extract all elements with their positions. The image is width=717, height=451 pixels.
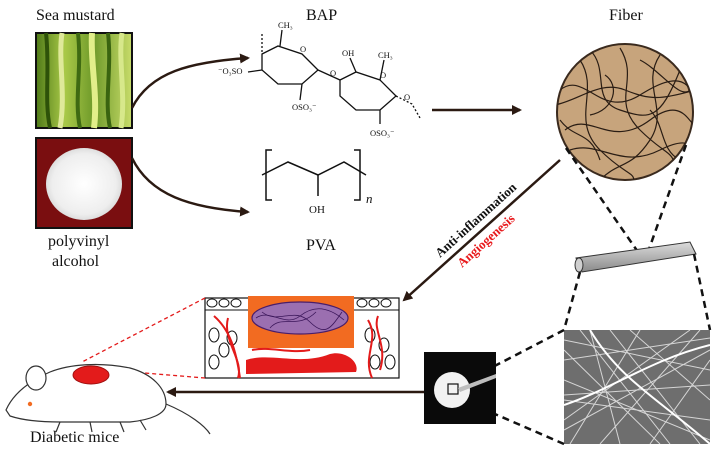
pva-oh-label: OH (309, 204, 325, 216)
pva-structure (261, 149, 367, 201)
zoom-lines-wound-to-mouse (81, 297, 206, 379)
bap-oso3-b-label: OSO₃⁻ (370, 128, 394, 138)
bap-structure (247, 29, 421, 124)
bap-oh-label: OH (342, 48, 354, 58)
bap-label: BAP (306, 7, 338, 24)
polyvinyl-label: polyvinyl (48, 233, 110, 250)
mouse-eye-icon (27, 401, 33, 407)
zoom-lines-rod-to-sem (562, 253, 712, 331)
bap-o2-label: O (330, 68, 336, 78)
fiber-circle (556, 43, 694, 181)
sea-mustard-label: Sea mustard (36, 7, 115, 24)
sample-photo (424, 352, 496, 424)
curved-arrow-to-bap (130, 53, 250, 109)
bap-o4-label: O (404, 92, 410, 102)
diabetic-mouse (5, 363, 211, 435)
arrow-fiber-to-wound (402, 159, 561, 302)
sea-mustard-photo (35, 32, 133, 129)
bap-ch3-b-label: CH₃ (378, 50, 393, 60)
pva-powder-photo (35, 137, 133, 229)
bap-ch3-label: CH₃ (278, 20, 293, 30)
fiber-label: Fiber (609, 7, 643, 24)
pva-label: PVA (306, 237, 336, 254)
pva-n-subscript: n (366, 191, 373, 206)
wound-tissue-diagram (204, 296, 400, 379)
alcohol-label: alcohol (52, 253, 100, 270)
bap-o3-label: O (380, 70, 386, 80)
single-fiber-rod (574, 241, 697, 273)
bap-structure-labels: CH₃ ⁻O₃SO O O OSO₃⁻ OH CH₃ O O OSO₃⁻ (218, 20, 410, 138)
mouse-wound-site (72, 365, 110, 385)
curved-arrow-to-pva (130, 157, 250, 217)
sem-image (564, 330, 710, 444)
diabetic-mice-label: Diabetic mice (30, 429, 120, 446)
bap-o1-label: O (300, 44, 306, 54)
bap-so3-left-label: ⁻O₃SO (218, 66, 242, 76)
bap-oso3-a-label: OSO₃⁻ (292, 102, 316, 112)
zoom-lines-fiber-to-rod (564, 144, 688, 253)
